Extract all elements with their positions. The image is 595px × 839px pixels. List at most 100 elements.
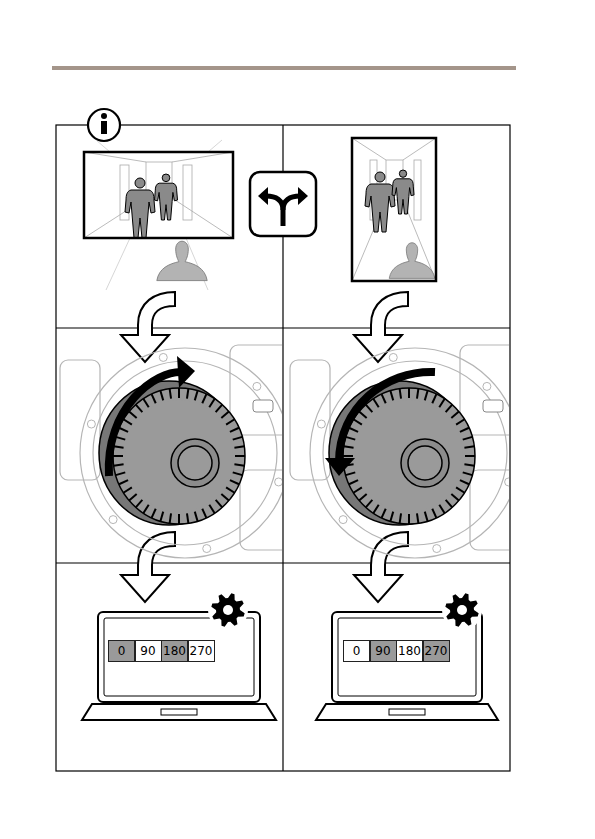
camera-dome [353,487,361,492]
landscape-scene [172,198,233,238]
landscape-scene [208,140,222,152]
info-icon [101,113,107,119]
camera-dome [346,437,356,440]
laptop [442,590,482,630]
camera-dome [195,512,198,522]
camera-dome [187,513,188,523]
choice-icon [250,172,316,236]
flow-arrow [121,292,175,362]
choice-icon [250,172,316,236]
landscape-scene [157,241,207,280]
landscape-scene [155,174,178,220]
camera-dome [390,512,393,522]
landscape-scene [135,178,145,188]
landscape-scene [155,183,178,220]
camera-dome [216,500,223,508]
camera-dome [464,446,474,447]
camera-dome [226,487,234,492]
camera-dome [317,420,325,428]
camera-dome [226,419,234,424]
camera-dome [343,388,475,524]
camera-dome [233,472,243,475]
camera-dome [463,437,473,440]
camera-dome [230,428,239,432]
flow-arrow [354,532,408,602]
portrait-scene [352,138,436,281]
camera-dome [159,353,167,361]
camera-dome [129,411,137,418]
camera-dome [432,394,436,403]
laptop [223,605,233,615]
camera-dome [123,487,131,492]
laptop [104,618,254,696]
camera-dome [178,514,180,524]
camera-dome [400,513,401,523]
laptop [82,590,498,720]
camera-dome [446,500,453,508]
camera-dome [230,480,239,484]
camera-dome [187,389,188,399]
landscape-scene [84,152,233,238]
camera-dome [114,464,124,465]
table-cell: 0 [108,640,135,662]
camera-dome [343,455,353,457]
camera-dome [417,513,418,523]
camera-dome [230,345,282,435]
camera-dome [234,464,244,465]
info-icon [88,109,120,141]
camera-dome [349,428,358,432]
camera-dome [119,480,128,484]
camera-dome [408,514,410,524]
choice-icon [298,187,308,205]
portrait-scene [389,243,435,279]
camera-dome [355,400,463,512]
camera-dome [143,399,148,407]
portrait-scene [403,138,436,160]
portrait-scene [399,170,406,177]
landscape-scene [84,140,233,290]
camera-dome [432,509,436,518]
choice-icon [266,196,283,226]
camera-dome [366,500,373,508]
camera-dome [170,389,171,399]
camera-dome [344,446,354,447]
portrait-scene [389,243,435,279]
camera-dome [125,400,233,512]
camera-dome [390,391,393,401]
laptop [316,704,498,720]
laptop [82,704,276,720]
landscape-scene [84,152,146,162]
camera-dome [202,394,206,403]
camera-dome [401,439,449,487]
camera-dome [439,399,444,407]
camera-dome [465,455,475,457]
landscape-scene [125,178,155,238]
laptop [445,593,478,626]
camera-dome [446,405,453,413]
camera-dome [152,394,156,403]
camera-dome [366,405,373,413]
camera-dome [253,400,273,412]
camera-dome [87,420,95,428]
camera-dome [60,345,282,558]
table-cell: 270 [423,640,450,662]
landscape-scene [183,165,192,220]
camera-dome [143,505,148,513]
camera-dome [456,419,464,424]
camera-dome [408,446,442,480]
table-cell: 270 [188,640,215,662]
info-icon [88,109,120,141]
camera-dome [323,361,507,545]
camera-dome [425,512,428,522]
camera-dome [116,437,126,440]
camera-dome [451,411,459,418]
table-cell: 180 [161,640,188,662]
camera-dome [456,487,464,492]
camera-dome [433,545,441,553]
portrait-scene [365,172,395,232]
camera-dome [119,428,128,432]
camera-dome [93,361,277,545]
info-icon [101,121,107,134]
